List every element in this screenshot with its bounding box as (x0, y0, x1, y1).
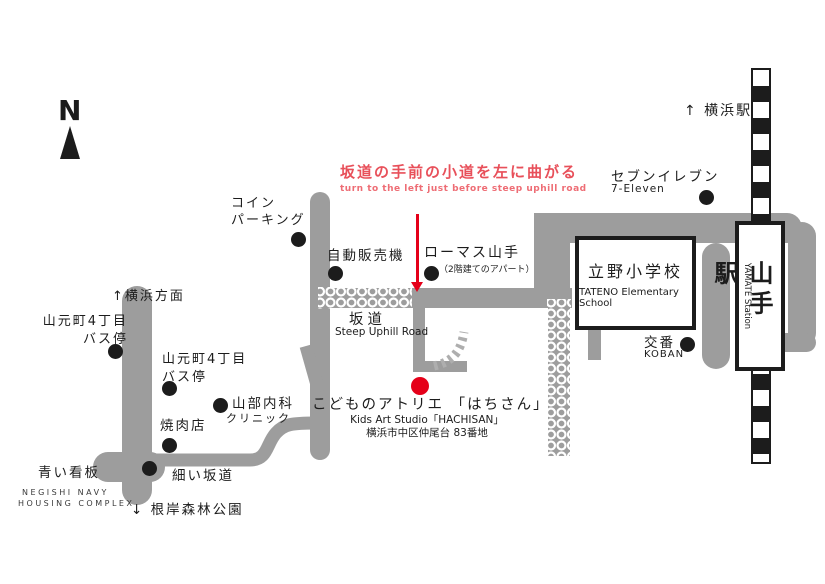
poi-dot-vending-machine (328, 266, 343, 281)
studio-label-en: Kids Art Studio「HACHISAN」 (350, 414, 504, 426)
koban-label-en: KOBAN (644, 349, 685, 360)
poi-dot-busstop-right (162, 381, 177, 396)
road-west-station-stub (702, 243, 730, 369)
romas-yamate-label: ローマス山手 (424, 245, 520, 261)
steep-road-texture-vertical (547, 299, 571, 456)
poi-dot-yakiniku (162, 438, 177, 453)
seven-eleven-label-en: 7-Eleven (611, 183, 665, 195)
road-right-vertical (788, 222, 816, 347)
poi-dot-studio-destination (411, 377, 429, 395)
slope-label-en: Steep Uphill Road (335, 326, 429, 338)
poi-dot-seven-eleven (699, 190, 714, 205)
negishi-navy-label-line1: NEGISHI NAVY (22, 488, 109, 497)
footpath-steps (432, 331, 469, 371)
poi-dot-blue-sign (142, 461, 157, 476)
busstop-right-label-line1: 山元町4丁目 (162, 352, 248, 367)
route-arrow-head-icon (411, 282, 423, 292)
road-left-vertical (122, 286, 152, 505)
compass-north-arrow-icon (60, 126, 80, 159)
negishi-park-direction-label: ↓ 根岸森林公園 (131, 502, 244, 518)
yokohama-station-direction-label: ↑ 横浜駅 (684, 103, 753, 119)
slope-label-jp: 坂道 (349, 312, 386, 328)
road-studio-lane-horizontal (413, 361, 467, 372)
busstop-right-label-line2: バス停 (162, 370, 208, 385)
poi-dot-koban (680, 337, 695, 352)
road-studio-lane-vertical (413, 300, 425, 372)
narrow-slope-label: 細い坂道 (172, 468, 234, 484)
negishi-navy-label-line2: HOUSING COMPLEX (18, 499, 135, 508)
route-annotation-en: turn to the left just before steep uphil… (340, 184, 587, 194)
yokohama-direction-label: ↑横浜方面 (112, 289, 185, 304)
poi-dot-busstop-left (108, 344, 123, 359)
romas-yamate-note: （2階建てのアパート） (439, 265, 535, 275)
studio-label-jp: こどものアトリエ 「はちさん」 (312, 397, 550, 413)
poi-dot-romas-yamate (424, 266, 439, 281)
clinic-label-line1: 山部内科 (232, 396, 294, 412)
compass-n-label: N (58, 94, 82, 127)
studio-address: 横浜市中区仲尾台 83番地 (366, 427, 488, 439)
school-box: 立野小学校 TATENO Elementary School (575, 236, 696, 330)
koban-label-jp: 交番 (644, 335, 675, 351)
blue-sign-label: 青い看板 (38, 465, 100, 481)
busstop-left-label-line2: バス停 (82, 332, 128, 347)
route-annotation-jp: 坂道の手前の小道を左に曲がる (340, 163, 579, 181)
school-name-jp: 立野小学校 (587, 261, 683, 281)
vending-machine-label: 自動販売機 (327, 248, 405, 264)
seven-eleven-label-jp: セブンイレブン (611, 169, 720, 185)
road-narrow-slope (152, 416, 317, 467)
coin-parking-label-line1: コイン (231, 196, 277, 211)
poi-dot-clinic (213, 398, 228, 413)
coin-parking-label-line2: パーキング (231, 213, 306, 228)
road-diagonal-branch (299, 344, 326, 394)
steep-road-texture-horizontal (318, 287, 412, 309)
school-name-en: TATENO Elementary School (579, 286, 679, 309)
route-arrow-line (416, 214, 419, 284)
yakiniku-label: 焼肉店 (160, 418, 207, 434)
clinic-label-line2: クリニック (226, 412, 291, 425)
station-name-en: YAMATE Station (742, 262, 752, 330)
poi-dot-coin-parking (291, 232, 306, 247)
yamate-station-box: 山手駅 YAMATE Station (710, 221, 785, 371)
station-name-jp: 山手駅 (710, 260, 773, 321)
busstop-left-label-line1: 山元町4丁目 (42, 314, 128, 329)
